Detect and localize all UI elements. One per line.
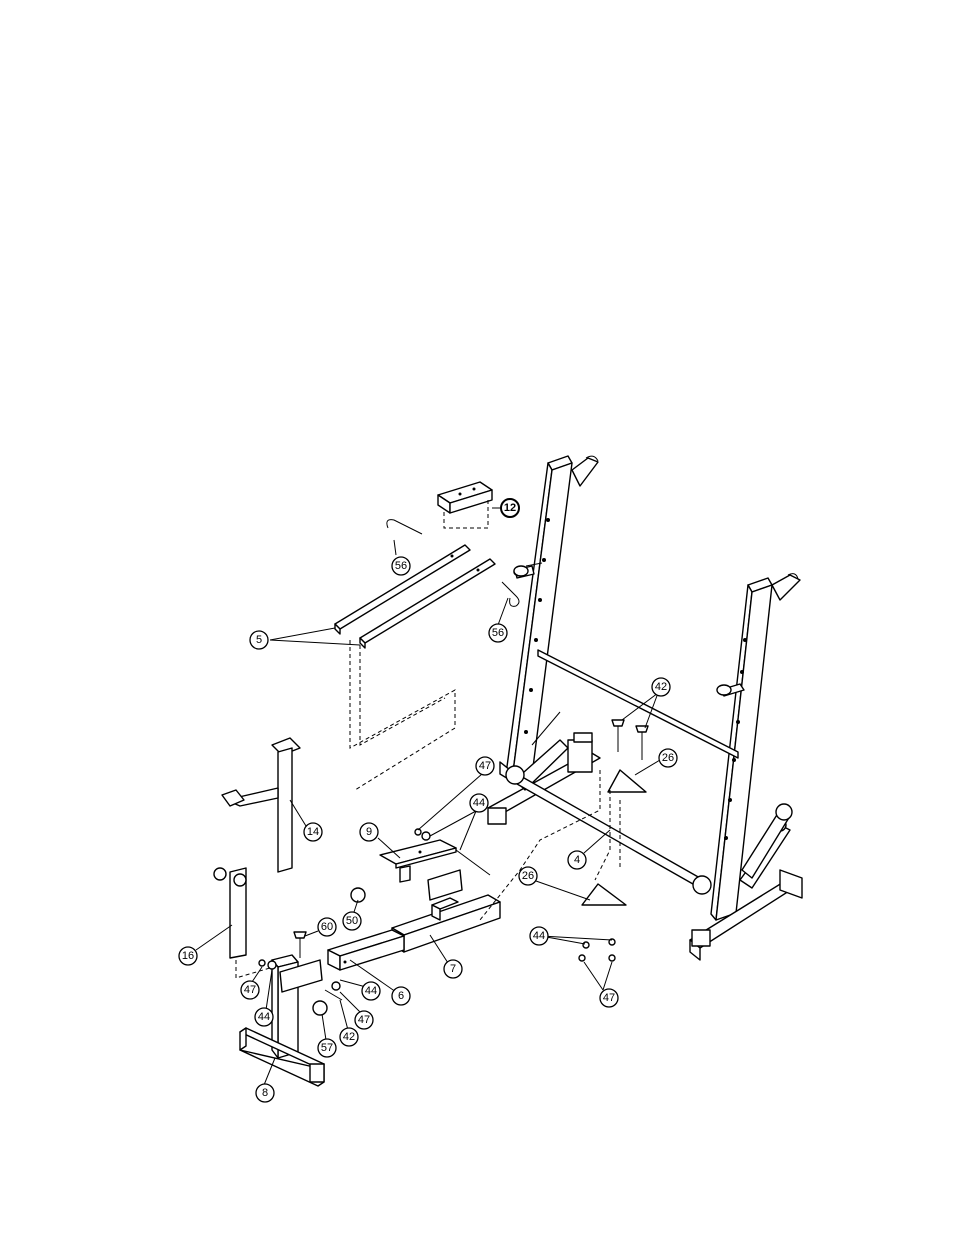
hardware	[258, 719, 649, 1016]
callout-8: 8	[255, 1083, 275, 1103]
part-9-plate	[379, 839, 457, 883]
part-12-bracket	[437, 481, 493, 529]
part-56-pins	[386, 519, 520, 607]
callout-4: 4	[567, 850, 587, 870]
svg-text:8: 8	[262, 1087, 268, 1099]
svg-text:47: 47	[603, 992, 615, 1004]
part-14-foot-hold	[221, 737, 301, 873]
svg-text:16: 16	[182, 950, 194, 962]
rear-support-leg	[741, 803, 793, 879]
svg-text:44: 44	[533, 930, 545, 942]
svg-text:56: 56	[492, 627, 504, 639]
svg-text:5: 5	[256, 634, 262, 646]
callout-44: 44	[469, 793, 489, 813]
svg-text:26: 26	[662, 752, 674, 764]
svg-text:4: 4	[574, 854, 580, 866]
callout-60: 60	[317, 917, 337, 937]
svg-text:47: 47	[358, 1014, 370, 1026]
callout-47: 47	[240, 980, 260, 1000]
callout-16: 16	[178, 946, 198, 966]
svg-text:14: 14	[307, 826, 319, 838]
svg-text:42: 42	[655, 681, 667, 693]
svg-text:47: 47	[479, 760, 491, 772]
svg-text:7: 7	[450, 963, 456, 975]
svg-text:9: 9	[366, 826, 372, 838]
callout-44: 44	[361, 981, 381, 1001]
svg-text:50: 50	[346, 915, 358, 927]
callout-42: 42	[339, 1027, 359, 1047]
svg-text:26: 26	[522, 870, 534, 882]
callout-12: 12	[500, 498, 520, 518]
svg-text:57: 57	[321, 1042, 333, 1054]
callout-56: 56	[391, 556, 411, 576]
part-6-tube	[327, 929, 405, 971]
svg-text:56: 56	[395, 560, 407, 572]
part-5-rails	[334, 544, 496, 791]
callout-47: 47	[475, 756, 495, 776]
svg-text:44: 44	[365, 985, 377, 997]
svg-text:6: 6	[398, 990, 404, 1002]
svg-text:60: 60	[321, 921, 333, 933]
callout-9: 9	[359, 822, 379, 842]
part-8-front-leg	[239, 954, 325, 1087]
part-26-gussets	[479, 769, 647, 921]
rear-right-upright	[689, 573, 803, 961]
callout-26: 26	[518, 866, 538, 886]
callout-42: 42	[651, 677, 671, 697]
cross-bars	[499, 649, 739, 895]
callout-7: 7	[443, 959, 463, 979]
callout-56: 56	[488, 623, 508, 643]
callout-5: 5	[249, 630, 269, 650]
callout-14: 14	[303, 822, 323, 842]
callout-6: 6	[391, 986, 411, 1006]
svg-text:47: 47	[244, 984, 256, 996]
callout-47: 47	[354, 1010, 374, 1030]
svg-text:42: 42	[343, 1031, 355, 1043]
svg-text:44: 44	[258, 1011, 270, 1023]
svg-text:12: 12	[504, 502, 516, 514]
callout-47: 47	[599, 988, 619, 1008]
callout-44: 44	[254, 1007, 274, 1027]
svg-text:44: 44	[473, 797, 485, 809]
callout-44: 44	[529, 926, 549, 946]
callout-26: 26	[658, 748, 678, 768]
part-16-pivot-tube	[213, 867, 281, 979]
part-7-main-beam	[391, 869, 501, 953]
callouts: 12 56 56 5 42 26 47 44 9 14 4 26 50 60 7…	[178, 498, 678, 1103]
weight-horns	[513, 565, 732, 696]
callout-50: 50	[342, 911, 362, 931]
callout-57: 57	[317, 1038, 337, 1058]
